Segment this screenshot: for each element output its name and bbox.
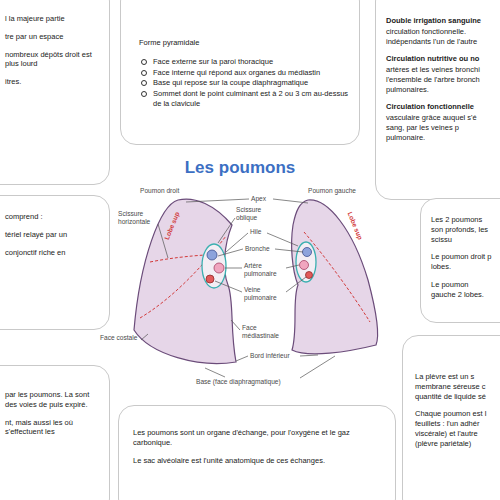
leader-line	[205, 368, 225, 377]
fissure-line	[304, 232, 370, 322]
hilum-outline	[202, 244, 226, 288]
leader-line	[275, 249, 303, 252]
body-text: nombreux dépôts droit est plus lourd	[5, 50, 101, 70]
body-text: nt, mais aussi les où s'effectuent les	[5, 418, 101, 438]
part-label: Poumon gauche	[308, 187, 368, 195]
leader-line	[231, 320, 240, 330]
part-label: Apex	[251, 195, 275, 203]
body-text: Le poumon gauche 2 lobes.	[431, 280, 495, 300]
leader-line	[141, 334, 148, 340]
body-text: Le poumon droit p lobes.	[431, 252, 495, 272]
part-label: Veine pulmonaire	[244, 286, 286, 301]
vein-symbol	[206, 275, 214, 283]
part-label: Poumon droit	[140, 187, 200, 195]
page-title: Les poumons	[150, 158, 330, 178]
part-label: Face médiastinale	[242, 324, 288, 339]
vein-symbol	[306, 272, 313, 279]
fissure-line	[150, 255, 205, 262]
list-item: Sommet dont le point culminant est à 2 o…	[139, 89, 349, 109]
bold-heading: Circulation fonctionnelle	[386, 102, 493, 112]
body-text: circulation fonctionnelle. indépendants …	[386, 27, 493, 47]
body-text: Les poumons sont un organe d'échange, po…	[133, 428, 383, 448]
left-lung	[292, 200, 378, 354]
artery-symbol	[214, 263, 224, 273]
leader-line	[300, 356, 335, 378]
body-text: tre par un espace	[5, 32, 101, 42]
text-box: Forme pyramidaleFace externe sur la paro…	[120, 0, 360, 145]
leader-line	[236, 356, 248, 361]
part-label: Face costale	[100, 334, 140, 342]
leader-line	[286, 277, 306, 292]
text-box: Double irrigation sanguinecirculation fo…	[375, 0, 500, 200]
body-text: Les 2 poumons son profonds, les scissu	[431, 215, 495, 244]
hilum-outline	[296, 242, 316, 282]
leader-line	[300, 355, 318, 356]
leader-line	[218, 218, 235, 243]
text-box: l la majeure partie tre par un espace nomb…	[0, 0, 110, 185]
body-text: Chaque poumon est l feuillets : l'un adh…	[415, 409, 495, 448]
body-text: Le sac alvéolaire est l'unité anatomique…	[133, 456, 383, 466]
leader-line	[273, 199, 308, 203]
list-item: Face interne qui répond aux organes du m…	[139, 68, 349, 78]
part-label: Bord inférieur	[250, 352, 300, 360]
part-label: Bronche	[245, 245, 277, 253]
body-text: conjonctif riche en	[5, 248, 101, 258]
body-text: comprend :	[5, 212, 101, 222]
body-text: artères et les veines bronchi l'ensemble…	[386, 65, 493, 94]
leader-line	[225, 268, 242, 269]
body-text: itres.	[5, 77, 101, 87]
text-box: Les 2 poumons son profonds, les scissuLe…	[420, 198, 500, 323]
bronchus-symbol	[303, 248, 312, 257]
text-box: par les poumons. La sont des voies de pu…	[0, 365, 110, 500]
text-box: Les poumons sont un organe d'échange, po…	[118, 405, 396, 500]
part-label: Base (face diaphragmatique)	[196, 378, 316, 386]
body-text: vasculaire grâce auquel s'é sang, par le…	[386, 113, 493, 142]
leader-line	[215, 281, 242, 292]
body-text: l la majeure partie	[5, 14, 101, 24]
leader-line	[267, 233, 298, 246]
bronchus-symbol	[207, 250, 217, 260]
body-text: par les poumons. La sont des voies de pu…	[5, 390, 101, 410]
leader-line	[286, 265, 299, 268]
body-text: Forme pyramidale	[139, 38, 349, 48]
bold-heading: Double irrigation sanguine	[386, 16, 493, 26]
leader-line	[226, 233, 248, 252]
part-label: Artère pulmonaire	[244, 262, 286, 277]
list-item: Face externe sur la paroi thoracique	[139, 57, 349, 67]
artery-symbol	[300, 261, 309, 270]
fissure-line	[140, 236, 226, 318]
body-text: La plèvre est un s membrane séreuse c qu…	[415, 372, 495, 401]
body-text: tériel relayé par un	[5, 230, 101, 240]
leader-line	[186, 199, 249, 202]
text-box: La plèvre est un s membrane séreuse c qu…	[402, 335, 500, 500]
part-label: Scissure oblique	[236, 206, 276, 221]
part-label: Scissure horizontale	[118, 210, 160, 225]
leader-line	[218, 249, 243, 256]
lung-outline	[292, 200, 378, 354]
leader-lines	[141, 199, 335, 378]
text-box: comprend : tériel relayé par un conjonctif…	[0, 195, 110, 330]
part-label: Hile	[250, 228, 270, 236]
bold-heading: Circulation nutritive ou no	[386, 54, 493, 64]
list-item: Base qui repose sur la coupe diaphragmat…	[139, 78, 349, 88]
